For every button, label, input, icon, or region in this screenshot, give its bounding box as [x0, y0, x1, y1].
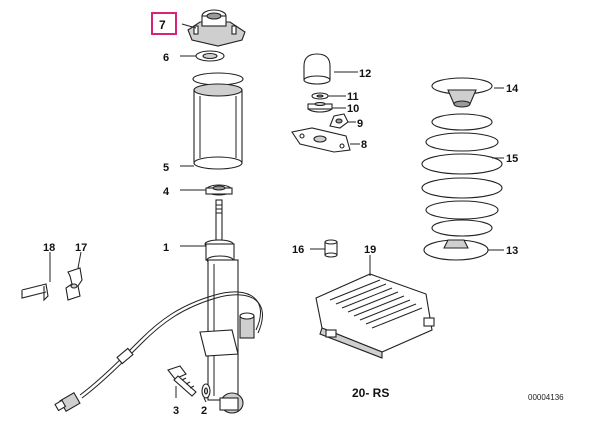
strut-mount-part-7[interactable] [187, 9, 246, 47]
washer-part-11[interactable] [311, 92, 329, 100]
spring-pad-part-14[interactable] [431, 77, 493, 108]
coil-spring-part-15[interactable] [421, 113, 503, 237]
nut-part-16[interactable] [324, 239, 338, 258]
callout-10[interactable]: 10 [347, 103, 359, 115]
callout-19[interactable]: 19 [364, 244, 376, 256]
callout-12[interactable]: 12 [359, 68, 371, 80]
callout-1[interactable]: 1 [163, 242, 169, 254]
callout-14[interactable]: 14 [506, 83, 519, 95]
callout-13[interactable]: 13 [506, 245, 518, 257]
callout-4[interactable]: 4 [163, 186, 170, 198]
cap-part-12[interactable] [303, 53, 331, 85]
spring-pad-part-13[interactable] [423, 239, 489, 261]
section-label: 20- RS [352, 386, 389, 400]
nut-part-9[interactable] [329, 113, 349, 129]
bracket-part-18[interactable] [21, 283, 49, 302]
diagram-number: 00004136 [528, 393, 564, 402]
callout-18[interactable]: 18 [43, 242, 55, 254]
sensor-cable [54, 291, 263, 412]
highlight-box-part-7 [151, 12, 177, 35]
callout-15[interactable]: 15 [506, 153, 518, 165]
plate-part-8[interactable] [291, 127, 351, 153]
callout-3[interactable]: 3 [173, 405, 179, 417]
callout-9[interactable]: 9 [357, 118, 363, 130]
bolt-part-3[interactable] [167, 365, 197, 397]
callout-17[interactable]: 17 [75, 242, 87, 254]
callout-11[interactable]: 11 [347, 91, 359, 103]
shock-absorber-part-1[interactable] [199, 199, 255, 414]
washer-part-6[interactable] [195, 50, 225, 62]
dust-boot-part-5[interactable] [192, 72, 244, 170]
bushing-part-10[interactable] [307, 101, 333, 113]
clip-part-17[interactable] [65, 267, 83, 301]
bump-stop-part-4[interactable] [205, 184, 233, 196]
control-unit-part-19[interactable] [315, 273, 435, 359]
callout-labels: 7 6 5 4 1 2 3 12 11 10 9 8 16 19 14 15 1… [43, 12, 519, 417]
callout-8[interactable]: 8 [361, 139, 367, 151]
callout-7[interactable]: 7 [159, 18, 166, 32]
callout-16[interactable]: 16 [292, 244, 304, 256]
callout-6[interactable]: 6 [163, 52, 169, 64]
callout-5[interactable]: 5 [163, 162, 169, 174]
leader-lines [49, 23, 504, 403]
washer-part-2[interactable] [201, 383, 211, 399]
callout-2[interactable]: 2 [201, 405, 207, 417]
